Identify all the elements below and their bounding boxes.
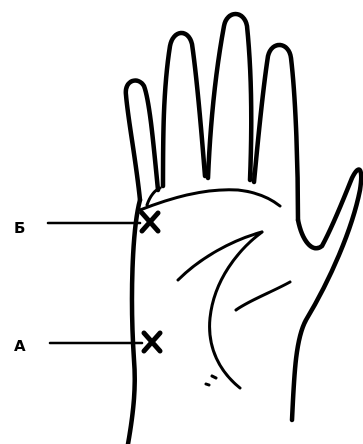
wrist-mark [206,384,209,385]
point-a-label: А [14,337,26,355]
palm-mark [212,376,216,378]
point-a: А [14,333,160,355]
thumb [292,169,361,420]
heart-line [140,190,280,210]
palm-left-edge [128,200,140,444]
hand-outline [126,14,361,444]
point-a-marker-icon [144,333,160,351]
thenar-crease [236,282,290,310]
ring-finger [163,33,205,186]
middle-finger [208,14,251,180]
point-b-label: Б [14,219,25,237]
palm-creases [140,190,290,388]
head-line [178,232,262,280]
point-b-marker-icon [142,213,158,231]
little-finger [126,80,158,200]
